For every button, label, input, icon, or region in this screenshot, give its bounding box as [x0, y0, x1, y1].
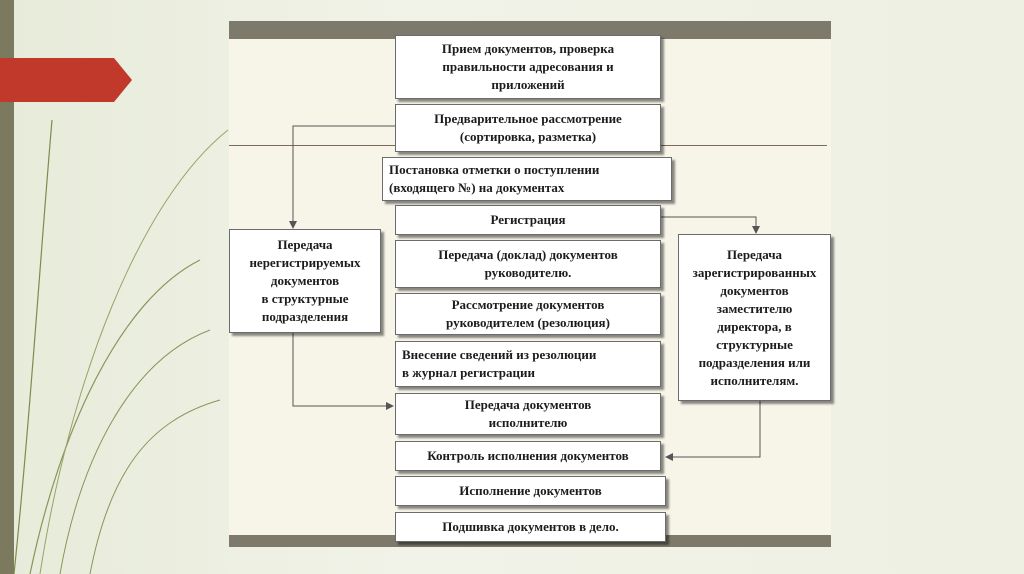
- panel-top-bar: [229, 21, 831, 39]
- step-journal-entry: Внесение сведений из резолюции в журнал …: [395, 341, 661, 387]
- step-report-to-manager: Передача (доклад) документов руководител…: [395, 240, 661, 288]
- right-box-registered-transfer: Передача зарегистрированных документов з…: [678, 234, 831, 401]
- step-manager-resolution: Рассмотрение документов руководителем (р…: [395, 293, 661, 335]
- step-preliminary-review: Предварительное рассмотрение (сортировка…: [395, 104, 661, 152]
- left-box-unregistered-transfer: Передача нерегистрируемых документов в с…: [229, 229, 381, 333]
- step-receive-documents: Прием документов, проверка правильности …: [395, 35, 661, 99]
- decorative-curves: [13, 119, 229, 574]
- step-filing: Подшивка документов в дело.: [395, 512, 666, 542]
- left-accent-bar: [0, 0, 14, 574]
- step-execution-control: Контроль исполнения документов: [395, 441, 661, 471]
- step-receipt-mark: Постановка отметки о поступлении (входящ…: [382, 157, 672, 201]
- step-registration: Регистрация: [395, 205, 661, 235]
- red-arrow-tab: [0, 58, 132, 102]
- step-execution: Исполнение документов: [395, 476, 666, 506]
- step-transfer-to-executor: Передача документов исполнителю: [395, 393, 661, 435]
